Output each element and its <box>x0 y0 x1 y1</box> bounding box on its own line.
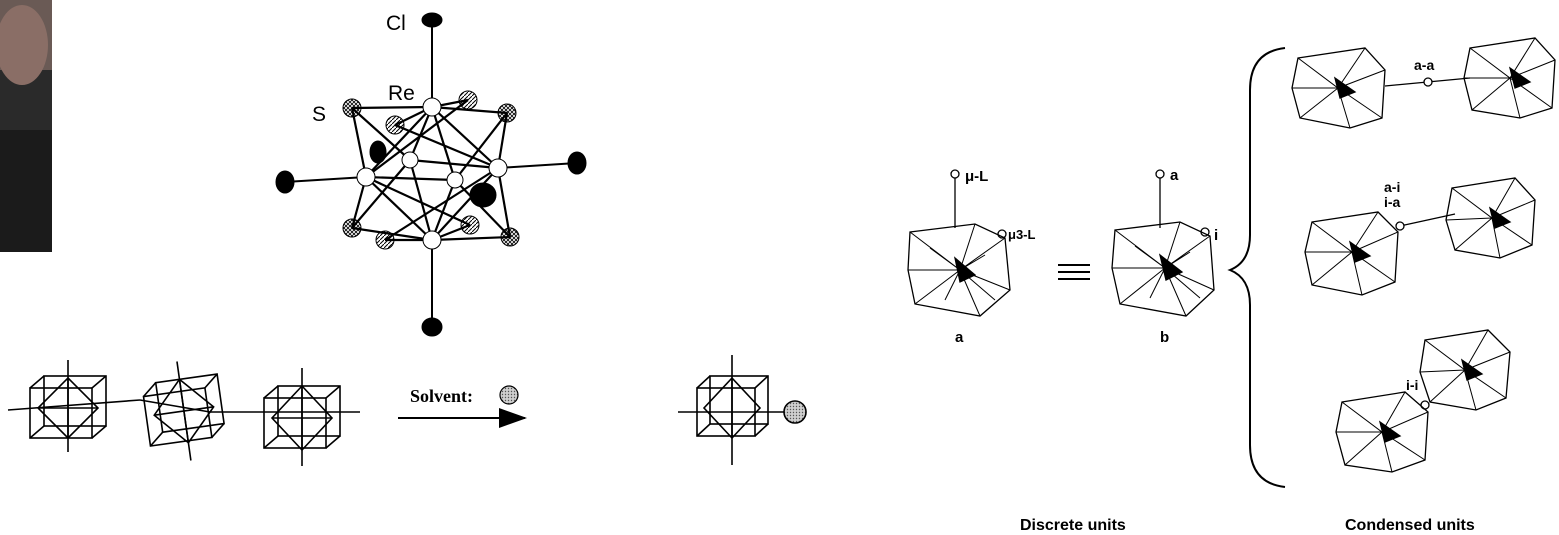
mu3-l-label: μ3-L <box>1008 227 1036 242</box>
a-i-linkage-label: a-i <box>1384 179 1400 195</box>
chain-cube-3 <box>263 368 341 466</box>
inner-i-label: i <box>1214 227 1218 244</box>
re-atom-label: Re <box>388 82 415 105</box>
octahedral-unit-a <box>907 169 1011 317</box>
unit-a-label: a <box>955 329 964 346</box>
product-cube <box>678 355 807 465</box>
mu-l-label: μ-L <box>965 168 988 185</box>
cluster-chain <box>7 360 360 466</box>
a-a-linkage-label: a-a <box>1414 57 1434 73</box>
discrete-units-caption: Discrete units <box>1020 517 1126 534</box>
rhenium-cluster-molecule <box>275 12 587 337</box>
s-atom-label: S <box>312 103 326 126</box>
curly-brace <box>1227 47 1286 488</box>
solvent-label: Solvent: <box>410 386 473 406</box>
portrait-photo <box>0 0 52 252</box>
equivalence-sign <box>1058 264 1090 280</box>
solvent-molecule-icon <box>499 385 519 405</box>
condensed-units-caption: Condensed units <box>1345 517 1475 534</box>
unit-b-label: b <box>1160 329 1169 346</box>
chain-cube-2 <box>142 361 225 461</box>
ligand-scheme <box>907 37 1556 488</box>
i-a-linkage-label: i-a <box>1384 194 1401 210</box>
condensed-unit-aa <box>1291 37 1556 129</box>
cl-atom-label: Cl <box>386 12 406 35</box>
chain-cube-1 <box>29 360 107 452</box>
i-i-linkage-label: i-i <box>1406 377 1418 393</box>
condensed-unit-ii <box>1335 329 1511 473</box>
octahedral-unit-b <box>1111 169 1215 317</box>
condensed-unit-ai <box>1304 177 1536 296</box>
apical-a-label: a <box>1170 167 1179 184</box>
